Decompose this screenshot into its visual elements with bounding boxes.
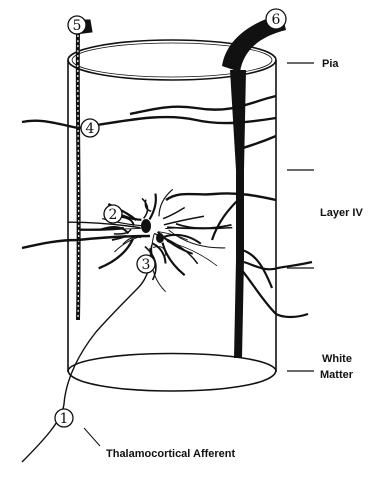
- white-matter-label-line2: Matter: [320, 369, 354, 381]
- marker-5: 5: [68, 16, 86, 34]
- arbor-branch: [164, 216, 204, 225]
- marker-3: 3: [137, 255, 155, 273]
- arbor-branch: [79, 228, 124, 230]
- thalamocortical-afferent-label: Thalamocortical Afferent: [106, 448, 236, 460]
- marker-2: 2: [104, 205, 122, 223]
- layer-ticks: [287, 63, 314, 371]
- arbor-branch: [150, 194, 156, 220]
- marker-1: 1: [55, 409, 73, 427]
- cylinder-bottom-rim: [68, 354, 276, 392]
- marker-4: 4: [81, 119, 99, 137]
- beaded-vertical-axon: [74, 20, 92, 320]
- arbor-branch: [145, 200, 151, 212]
- layer-iv-label: Layer IV: [320, 207, 363, 219]
- svg-text:1: 1: [60, 411, 69, 427]
- arbor-branch: [163, 208, 185, 219]
- marker-6: 6: [266, 9, 286, 29]
- svg-text:4: 4: [86, 121, 95, 137]
- arbor-branch: [99, 239, 133, 268]
- svg-text:3: 3: [142, 257, 151, 273]
- layer-iv-arbor: [68, 189, 233, 291]
- svg-text:2: 2: [109, 207, 118, 223]
- white-matter-label-line1: White: [322, 353, 352, 365]
- pia-label: Pia: [322, 58, 339, 70]
- svg-text:6: 6: [272, 12, 281, 28]
- svg-text:5: 5: [73, 18, 82, 34]
- large-process-branches: [212, 200, 312, 317]
- arbor-branch: [159, 189, 173, 216]
